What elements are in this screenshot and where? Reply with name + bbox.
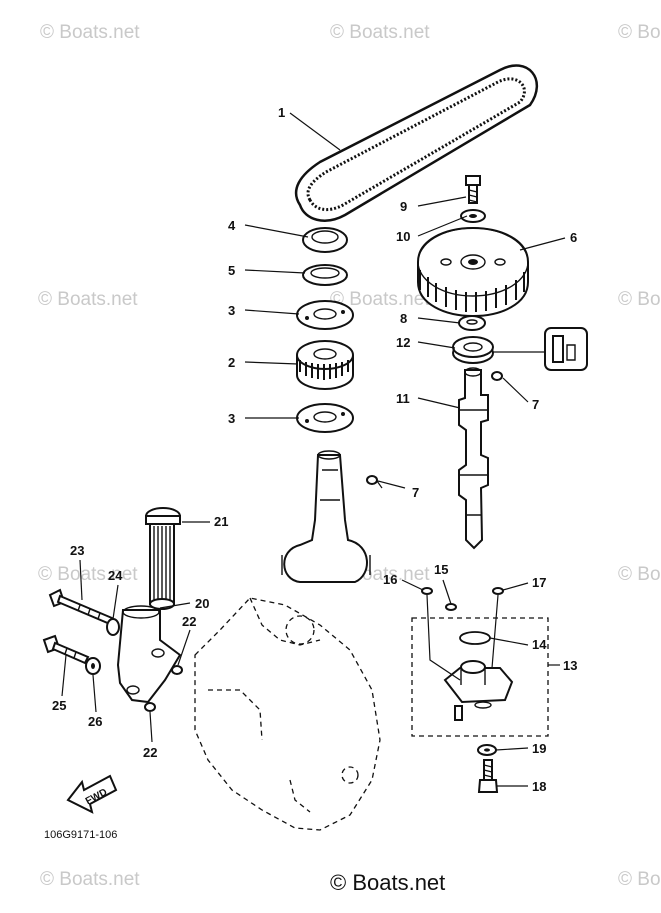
bolt-18 bbox=[477, 759, 499, 793]
callout-8: 8 bbox=[400, 311, 407, 326]
callouts: 1 2 3 3 4 5 6 7 7 8 9 10 11 12 13 14 15 … bbox=[52, 105, 577, 794]
watermark: © Boats.net bbox=[38, 289, 138, 310]
callout-7: 7 bbox=[532, 397, 539, 412]
bolt-23 bbox=[48, 588, 114, 626]
o-ring-22-lower bbox=[144, 702, 156, 712]
callout-12: 12 bbox=[396, 335, 410, 350]
plate-washer-upper bbox=[296, 300, 354, 330]
dowel-pin-lower bbox=[366, 475, 378, 485]
watermark: © Boats.net bbox=[38, 564, 138, 585]
o-ring-15 bbox=[445, 603, 457, 611]
o-ring-16 bbox=[421, 587, 433, 595]
bearing-detail-inset bbox=[544, 327, 588, 371]
callout-26: 26 bbox=[88, 714, 102, 729]
leader-lines bbox=[61, 112, 566, 787]
oil-filter bbox=[145, 507, 181, 610]
watermark: © Boats.net bbox=[618, 289, 661, 310]
bolt-9 bbox=[465, 175, 481, 204]
o-ring-22-upper bbox=[171, 665, 183, 675]
seal-ring bbox=[302, 264, 348, 286]
drive-gear bbox=[296, 340, 354, 390]
callout-19: 19 bbox=[532, 741, 546, 756]
callout-7: 7 bbox=[412, 485, 419, 500]
o-ring-17 bbox=[492, 587, 504, 595]
oil-seal bbox=[302, 227, 348, 253]
timing-belt bbox=[294, 64, 538, 222]
callout-1: 1 bbox=[278, 105, 285, 120]
bearing-12 bbox=[452, 336, 494, 364]
watermark: © Boats.net bbox=[330, 22, 430, 43]
callout-2: 2 bbox=[228, 355, 235, 370]
callout-18: 18 bbox=[532, 779, 546, 794]
callout-22: 22 bbox=[182, 614, 196, 629]
callout-22: 22 bbox=[143, 745, 157, 760]
washer-26 bbox=[85, 657, 101, 675]
callout-24: 24 bbox=[108, 568, 123, 583]
fwd-arrow-icon: FWD bbox=[66, 774, 118, 814]
callout-21: 21 bbox=[214, 514, 228, 529]
callout-15: 15 bbox=[434, 562, 448, 577]
callout-3: 3 bbox=[228, 303, 235, 318]
brand-logo: © Boats.net bbox=[330, 870, 445, 895]
callout-11: 11 bbox=[396, 391, 410, 406]
filter-bracket bbox=[116, 605, 182, 704]
cam-sprocket bbox=[417, 226, 529, 318]
callout-9: 9 bbox=[400, 199, 407, 214]
watermark: © Boats.net bbox=[40, 22, 140, 43]
callout-6: 6 bbox=[570, 230, 577, 245]
dowel-pin-upper bbox=[491, 371, 503, 381]
bolt-25 bbox=[42, 634, 90, 665]
callout-16: 16 bbox=[383, 572, 397, 587]
callout-25: 25 bbox=[52, 698, 66, 713]
callout-20: 20 bbox=[195, 596, 209, 611]
oil-pump bbox=[443, 660, 514, 721]
watermark: © Boats.net bbox=[40, 869, 140, 890]
washer-10 bbox=[460, 209, 486, 223]
washer-8 bbox=[458, 315, 486, 331]
camshaft bbox=[458, 367, 489, 550]
watermark: © Boats.net bbox=[618, 564, 661, 585]
callout-17: 17 bbox=[532, 575, 546, 590]
washer-19 bbox=[477, 744, 497, 756]
callout-5: 5 bbox=[228, 263, 235, 278]
crankcase-outline bbox=[194, 597, 381, 831]
o-ring-14 bbox=[459, 631, 491, 645]
callout-23: 23 bbox=[70, 543, 84, 558]
drive-shaft bbox=[281, 450, 371, 583]
plate-washer-lower bbox=[296, 403, 354, 433]
washer-24 bbox=[106, 618, 120, 636]
callout-13: 13 bbox=[563, 658, 577, 673]
drawing-code: 106G9171-106 bbox=[44, 829, 117, 841]
callout-10: 10 bbox=[396, 229, 410, 244]
oil-pump-assembly-box bbox=[411, 617, 549, 737]
callout-4: 4 bbox=[228, 218, 236, 233]
callout-3: 3 bbox=[228, 411, 235, 426]
callout-14: 14 bbox=[532, 637, 547, 652]
watermark: © Boats.net bbox=[330, 289, 430, 310]
watermark: © Boats.net bbox=[618, 869, 661, 890]
watermark: © Boats.net bbox=[618, 22, 661, 43]
